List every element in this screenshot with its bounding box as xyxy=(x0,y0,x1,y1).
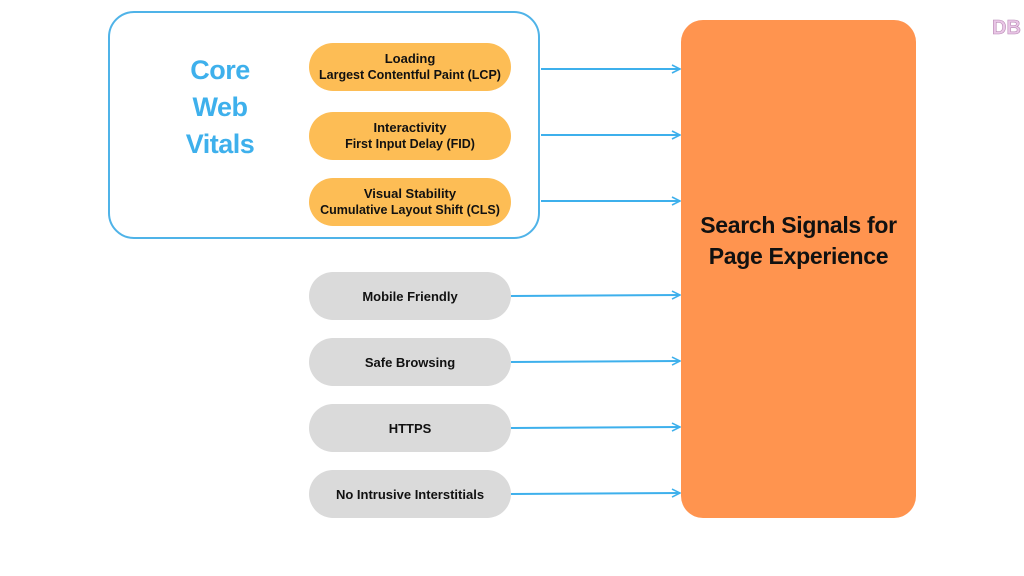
target-title-line-2: Page Experience xyxy=(708,243,889,269)
core-web-vitals-group xyxy=(108,11,540,239)
vital-interactivity-node: Interactivity First Input Delay (FID) xyxy=(309,112,511,160)
arrow-no-intrusive-interstitials xyxy=(510,493,680,494)
title-line-vitals: Vitals xyxy=(185,129,255,159)
vital-sub: Largest Contentful Paint (LCP) xyxy=(319,68,501,82)
signal-label: Mobile Friendly xyxy=(362,288,458,304)
vital-sub: First Input Delay (FID) xyxy=(345,137,475,151)
signal-https-node: HTTPS xyxy=(309,404,511,452)
arrow-safe-browsing xyxy=(510,361,680,362)
signal-label: HTTPS xyxy=(388,420,432,436)
signal-label: No Intrusive Interstitials xyxy=(335,486,485,502)
title-line-web: Web xyxy=(192,92,248,122)
page-experience-title: Search Signals for Page Experience xyxy=(681,210,916,272)
brand-logo-icon: DB xyxy=(992,17,1021,40)
vital-visual-stability-node: Visual Stability Cumulative Layout Shift… xyxy=(309,178,511,226)
signal-label: Safe Browsing xyxy=(364,354,456,370)
target-title-line-1: Search Signals for xyxy=(700,212,897,238)
vital-label: Interactivity xyxy=(373,120,447,135)
signal-safe-browsing-node: Safe Browsing xyxy=(309,338,511,386)
signal-no-intrusive-interstitials-node: No Intrusive Interstitials xyxy=(309,470,511,518)
page-experience-box xyxy=(681,20,916,518)
vital-loading-node: Loading Largest Contentful Paint (LCP) xyxy=(309,43,511,91)
vital-sub: Cumulative Layout Shift (CLS) xyxy=(320,203,500,217)
core-web-vitals-title: Core Web Vitals xyxy=(160,52,280,163)
title-line-core: Core xyxy=(190,55,250,85)
logo-letters: DB xyxy=(992,17,1021,39)
signal-mobile-friendly-node: Mobile Friendly xyxy=(309,272,511,320)
arrow-mobile-friendly xyxy=(510,295,680,296)
arrow-https xyxy=(510,427,680,428)
vital-label: Loading xyxy=(384,51,436,66)
vital-label: Visual Stability xyxy=(363,186,457,201)
